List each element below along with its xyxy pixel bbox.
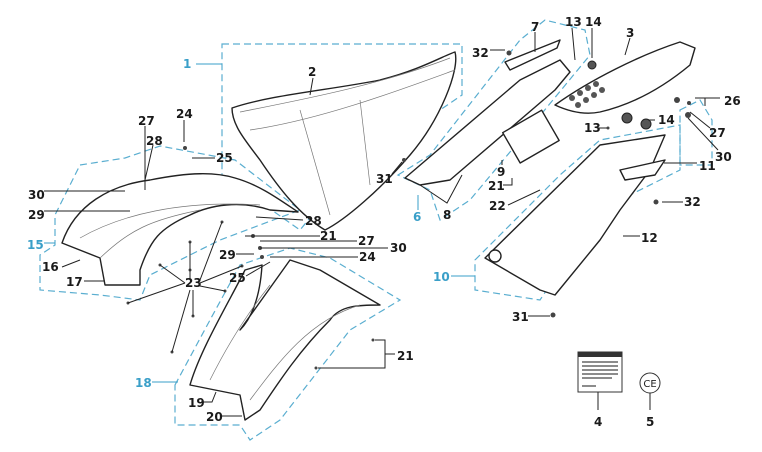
- part-label-30: 30: [715, 150, 732, 164]
- ce-mark: CE: [639, 372, 661, 394]
- group-label-6: 6: [413, 210, 421, 224]
- front-fender: [61, 173, 299, 286]
- part-label-7: 7: [531, 20, 539, 34]
- warning-label-sticker: [577, 351, 623, 393]
- part-label-29: 29: [219, 248, 236, 262]
- part-label-32: 32: [684, 195, 701, 209]
- part-label-31: 31: [512, 310, 529, 324]
- part-label-2: 2: [308, 65, 316, 79]
- part-label-14: 14: [585, 15, 602, 29]
- leader-lines: [196, 27, 720, 164]
- part-label-31: 31: [376, 172, 393, 186]
- part-label-26: 26: [724, 94, 741, 108]
- part-label-27: 27: [358, 234, 375, 248]
- hardware-bolts: [126, 50, 691, 370]
- part-label-27: 27: [709, 126, 726, 140]
- part-label-14: 14: [658, 113, 675, 127]
- rear-fender: [404, 39, 696, 186]
- seat: [231, 51, 457, 231]
- group-label-18: 18: [135, 376, 152, 390]
- part-label-21: 21: [397, 349, 414, 363]
- part-label-11: 11: [699, 159, 716, 173]
- part-label-24: 24: [359, 250, 376, 264]
- group-18-outline: [174, 247, 402, 441]
- group-15-outline: [39, 145, 302, 301]
- part-label-19: 19: [188, 396, 205, 410]
- tank-cover: [189, 259, 381, 421]
- leader-lines-2: [44, 120, 683, 417]
- part-label-17: 17: [66, 275, 83, 289]
- part-label-25: 25: [229, 271, 246, 285]
- group-label-10: 10: [433, 270, 450, 284]
- group-labels: 1 6 10 15 18: [27, 57, 450, 390]
- part-label-32: 32: [472, 46, 489, 60]
- part-label-9: 9: [497, 165, 505, 179]
- part-label-27: 27: [138, 114, 155, 128]
- part-label-23: 23: [185, 276, 202, 290]
- part-label-28: 28: [146, 134, 163, 148]
- part-label-25: 25: [216, 151, 233, 165]
- group-label-1: 1: [183, 57, 191, 71]
- part-label-29: 29: [28, 208, 45, 222]
- fender-holes: [569, 81, 605, 108]
- group-26-outline: [679, 99, 713, 166]
- part-label-24: 24: [176, 107, 193, 121]
- part-label-28: 28: [305, 214, 322, 228]
- part-label-4: 4: [594, 415, 602, 429]
- side-panel: [484, 134, 666, 296]
- group-6-outline: [396, 19, 591, 221]
- part-label-30: 30: [28, 188, 45, 202]
- part-label-13: 13: [565, 15, 582, 29]
- part-labels: 2 3 4 5 7 8 9 11 12 13 13 14 14 16 17 19…: [28, 15, 741, 429]
- part-label-8: 8: [443, 208, 451, 222]
- part-label-20: 20: [206, 410, 223, 424]
- svg-text:CE: CE: [643, 379, 656, 390]
- group-label-15: 15: [27, 238, 44, 252]
- part-label-13: 13: [584, 121, 601, 135]
- part-label-3: 3: [626, 26, 634, 40]
- part-label-22: 22: [489, 199, 506, 213]
- part-label-16: 16: [42, 260, 59, 274]
- part-label-5: 5: [646, 415, 654, 429]
- part-label-21: 21: [320, 229, 337, 243]
- part-label-21: 21: [488, 179, 505, 193]
- part-label-12: 12: [641, 231, 658, 245]
- part-label-30: 30: [390, 241, 407, 255]
